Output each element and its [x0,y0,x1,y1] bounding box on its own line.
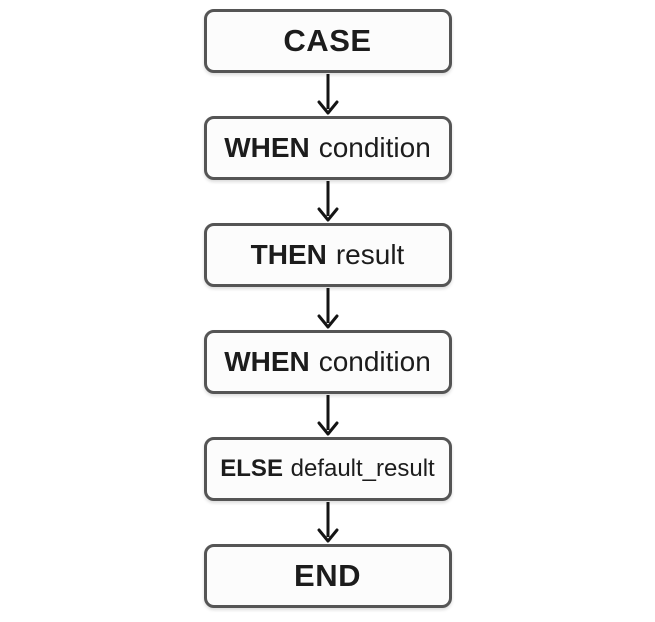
arrow-down-icon [317,502,338,543]
arrow-down-icon [317,181,338,222]
node-operand: condition [318,346,431,377]
case-expression-flowchart: CASE WHEN condition THEN result WHEN condit… [0,9,655,608]
node-operand: condition [318,132,431,163]
flow-node-when-2: WHEN condition [203,330,452,394]
node-keyword: ELSE [220,455,283,482]
node-keyword: WHEN [224,346,310,377]
node-operand: result [335,239,405,270]
flow-node-else: ELSE default_result [203,437,452,501]
arrow-down-icon [317,288,338,329]
flow-node-end: END [203,544,452,608]
arrow-down-icon [317,74,338,115]
node-keyword: END [294,558,361,593]
node-keyword: CASE [283,23,372,58]
flow-node-when-1: WHEN condition [203,116,452,180]
flow-node-then: THEN result [203,223,452,287]
node-keyword: WHEN [224,132,310,163]
flow-node-case: CASE [203,9,452,73]
node-operand: default_result [290,455,435,482]
arrow-down-icon [317,395,338,436]
node-keyword: THEN [250,239,327,270]
